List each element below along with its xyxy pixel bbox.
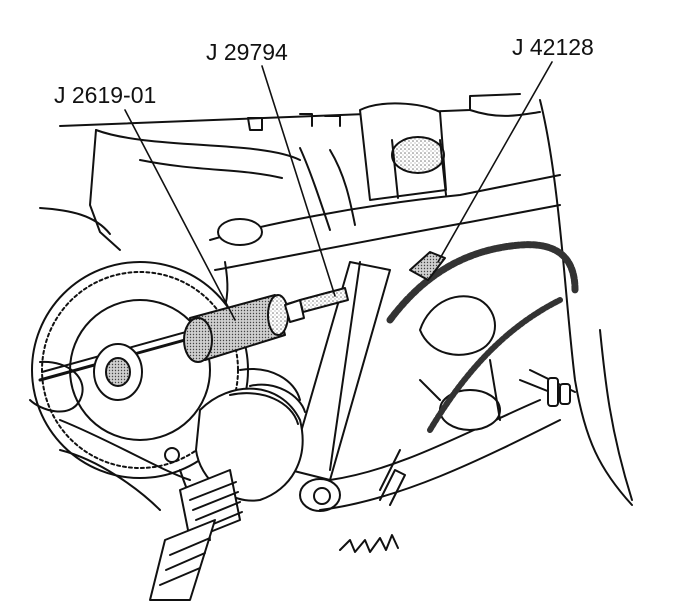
brake-hose xyxy=(379,241,579,491)
strut xyxy=(289,261,391,512)
leader-line-j2619 xyxy=(124,109,236,321)
axle-shaft xyxy=(149,469,243,601)
coil-spring xyxy=(339,469,406,553)
frame-rail xyxy=(39,93,633,506)
leader-line-j42128 xyxy=(437,61,553,263)
lower-control-arm xyxy=(59,399,561,511)
shock-absorber xyxy=(359,102,447,201)
slide-hammer-tool xyxy=(29,291,332,413)
leader-lines xyxy=(124,61,553,321)
callout-j29794: J 29794 xyxy=(206,39,288,65)
callout-j2619-01: J 2619-01 xyxy=(54,82,157,108)
tie-rod-end xyxy=(419,295,576,431)
adapter-tool xyxy=(299,287,349,313)
leader-line-j29794 xyxy=(261,65,336,297)
callout-j42128: J 42128 xyxy=(512,34,594,60)
